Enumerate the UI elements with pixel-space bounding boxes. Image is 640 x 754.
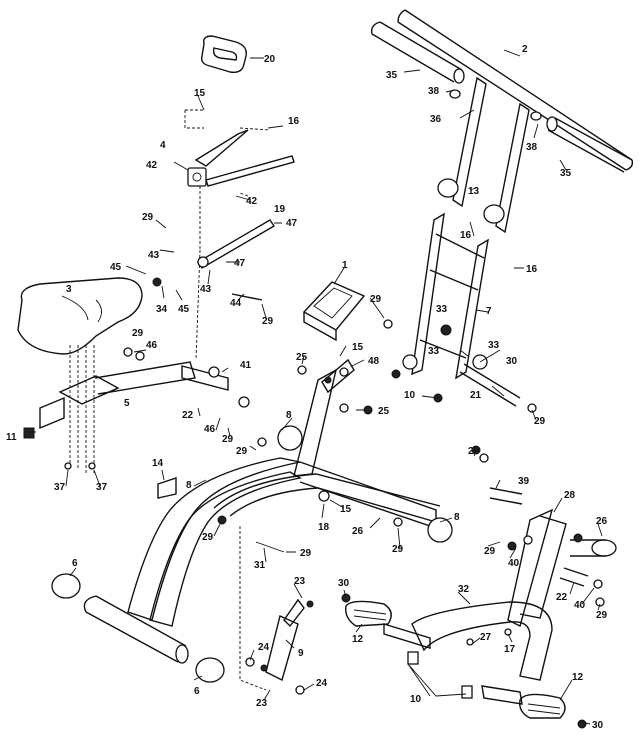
callout-labels: 2 35 35 38 38 36 20 15 16 4 42 42 19 47 … [6, 44, 608, 731]
callout-11: 11 [6, 432, 17, 443]
callout-38: 38 [526, 142, 538, 153]
callout-30: 30 [338, 578, 350, 589]
seat-assembly [17, 277, 250, 474]
callout-12: 12 [352, 634, 364, 645]
callout-8: 8 [186, 480, 192, 491]
callout-15: 15 [352, 342, 364, 353]
callout-29: 29 [236, 446, 248, 457]
leader-lines [28, 49, 603, 725]
handlebar-assembly [370, 9, 634, 234]
callout-22: 22 [182, 410, 194, 421]
callout-47: 47 [234, 258, 246, 269]
console-upright [293, 281, 373, 477]
callout-16: 16 [288, 116, 300, 127]
callout-39: 39 [518, 476, 530, 487]
callout-20: 20 [264, 54, 276, 65]
callout-35: 35 [560, 168, 572, 179]
callout-15: 15 [194, 88, 206, 99]
callout-25: 25 [296, 352, 308, 363]
callout-29: 29 [222, 434, 234, 445]
callout-29: 29 [596, 610, 608, 621]
resistance-cylinder [239, 526, 314, 695]
callout-23: 23 [256, 698, 268, 709]
callout-32: 32 [458, 584, 470, 595]
callout-17: 17 [504, 644, 516, 655]
callout-33: 33 [436, 304, 448, 315]
callout-13: 13 [468, 186, 480, 197]
callout-28: 28 [564, 490, 576, 501]
callout-19: 19 [274, 204, 286, 215]
callout-36: 36 [430, 114, 442, 125]
callout-15: 15 [340, 504, 352, 515]
callout-25: 25 [378, 406, 390, 417]
callout-42: 42 [146, 160, 158, 171]
callout-29: 29 [142, 212, 154, 223]
callout-10: 10 [410, 694, 422, 705]
callout-48: 48 [368, 356, 380, 367]
callout-29: 29 [132, 328, 144, 339]
callout-24: 24 [316, 678, 328, 689]
callout-26: 26 [596, 516, 608, 527]
callout-29: 29 [468, 446, 480, 457]
callout-47: 47 [286, 218, 298, 229]
callout-37: 37 [54, 482, 66, 493]
callout-29: 29 [262, 316, 274, 327]
callout-33: 33 [428, 346, 440, 357]
callout-40: 40 [508, 558, 520, 569]
callout-4: 4 [160, 140, 166, 151]
callout-29: 29 [484, 546, 496, 557]
callout-34: 34 [156, 304, 168, 315]
callout-2: 2 [522, 44, 528, 55]
main-frame [51, 425, 453, 683]
callout-10: 10 [404, 390, 416, 401]
callout-43: 43 [200, 284, 212, 295]
callout-5: 5 [124, 398, 130, 409]
callout-46: 46 [204, 424, 216, 435]
callout-22: 22 [556, 592, 568, 603]
callout-27: 27 [480, 632, 492, 643]
callout-24: 24 [258, 642, 270, 653]
callout-42: 42 [246, 196, 258, 207]
callout-9: 9 [298, 648, 304, 659]
callout-29: 29 [370, 294, 382, 305]
callout-1: 1 [342, 260, 348, 271]
callout-45: 45 [110, 262, 122, 273]
callout-30: 30 [506, 356, 518, 367]
callout-45: 45 [178, 304, 190, 315]
callout-26: 26 [352, 526, 364, 537]
callout-31: 31 [254, 560, 266, 571]
callout-46: 46 [146, 340, 158, 351]
callout-29: 29 [534, 416, 546, 427]
callout-14: 14 [152, 458, 164, 469]
callout-12: 12 [572, 672, 584, 683]
callout-23: 23 [294, 576, 306, 587]
callout-43: 43 [148, 250, 160, 261]
callout-35: 35 [386, 70, 398, 81]
callout-7: 7 [486, 306, 492, 317]
callout-21: 21 [470, 390, 482, 401]
callout-3: 3 [66, 284, 72, 295]
callout-33: 33 [488, 340, 500, 351]
callout-8: 8 [454, 512, 460, 523]
callout-16: 16 [526, 264, 538, 275]
callout-38: 38 [428, 86, 440, 97]
callout-6: 6 [72, 558, 78, 569]
callout-29: 29 [392, 544, 404, 555]
upper-arm-assembly [152, 35, 295, 361]
callout-29: 29 [300, 548, 312, 559]
callout-8: 8 [286, 410, 292, 421]
callout-40: 40 [574, 600, 586, 611]
callout-41: 41 [240, 360, 252, 371]
callout-18: 18 [318, 522, 330, 533]
callout-16: 16 [460, 230, 472, 241]
callout-29: 29 [202, 532, 214, 543]
callout-37: 37 [96, 482, 108, 493]
callout-6: 6 [194, 686, 200, 697]
callout-30: 30 [592, 720, 604, 731]
callout-44: 44 [230, 298, 242, 309]
